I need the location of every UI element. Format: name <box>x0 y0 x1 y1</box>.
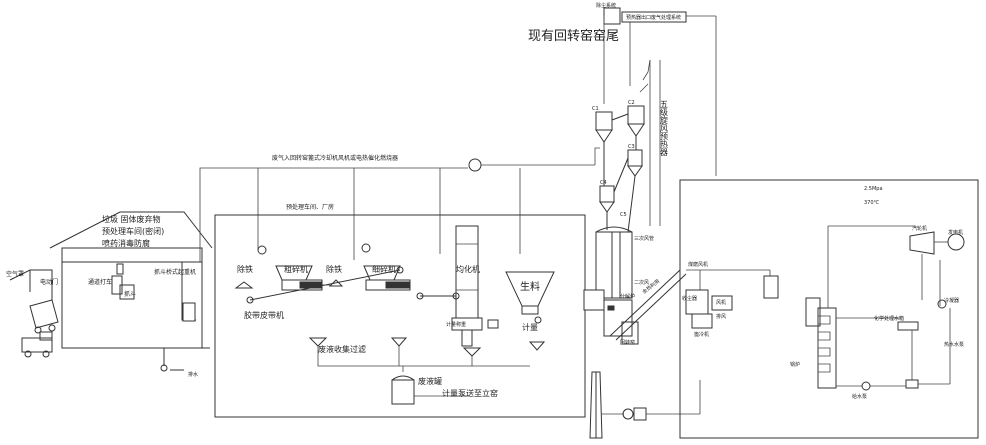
label-dust: 收尘器 <box>682 295 697 302</box>
magnet-separator-1 <box>234 245 267 289</box>
truck-icon <box>21 331 53 358</box>
power-block-frame <box>679 179 979 439</box>
turbine-generator <box>827 225 965 391</box>
homogenizer <box>451 225 499 347</box>
chimney <box>589 371 603 439</box>
label-condenser: 冷凝器 <box>944 297 959 304</box>
label-fine-crusher: 细碎机 <box>372 264 396 274</box>
label-calciner: 分解炉 <box>620 293 635 300</box>
label-drain: 排水 <box>188 371 198 378</box>
label-chem-water: 化学处理水箱 <box>874 315 904 322</box>
workshop-frame <box>214 214 586 418</box>
label-air-cleaner: 空气罩 <box>6 270 24 278</box>
label-crane: 抓斗桥式起重机 <box>154 268 196 276</box>
label-workshop: 预处理车间、厂房 <box>286 203 334 211</box>
label-metering: 计量 <box>522 322 538 332</box>
building-title-2: 预处理车间(密闭) <box>102 226 164 236</box>
label-pump: 计量泵送至立窑 <box>442 388 498 398</box>
label-scale: 计量称重 <box>446 321 466 328</box>
coarse-crusher <box>275 265 330 291</box>
label-hopper: 抓斗 <box>124 290 136 298</box>
building-title-3: 喷药消毒防腐 <box>102 238 150 248</box>
label-gas-pipe: 废气入回转窑篦式冷却机风机或电热催化燃烧器 <box>272 154 398 162</box>
air-hood <box>9 269 53 300</box>
tipper-truck-icon <box>29 299 59 334</box>
label-exhaust-fan: 排风 <box>716 313 726 320</box>
label-rotary-kiln: 回转窑 <box>620 339 635 346</box>
preheater-column <box>639 59 661 226</box>
label-cooler-fan: 篦冷机 <box>694 331 709 338</box>
label-tank: 废液罐 <box>418 376 442 386</box>
top-ducts <box>603 7 717 176</box>
label-turbine: 汽轮机 <box>912 225 927 232</box>
label-raw-material: 生料 <box>520 280 540 293</box>
gas-collection-pipe <box>199 147 600 262</box>
exhaust-fan <box>602 380 701 421</box>
label-coal-mill: 煤磨风机 <box>688 261 708 268</box>
label-inlet-air: 三次风管 <box>634 235 654 242</box>
label-belt: 胶带皮带机 <box>244 310 284 320</box>
kiln-air-pipes <box>685 269 779 329</box>
label-iron-2: 除铁 <box>326 264 342 274</box>
waste-liquid-system <box>308 337 546 405</box>
label-pressure: 2.5Mpa <box>864 186 883 192</box>
label-top-box-right: 预热器出口废气处理系统 <box>626 14 681 21</box>
vessel-c4: C4 <box>600 180 607 186</box>
label-tipping: 通道打车 <box>88 278 112 286</box>
label-preheater-vertical: 五级旋风预热器 <box>660 100 669 157</box>
label-ventilator: 电动门 <box>40 278 58 286</box>
vessel-c2: C2 <box>628 100 635 106</box>
magnet-separator-2 <box>328 243 371 287</box>
fine-crusher <box>363 265 411 291</box>
label-hot-water: 热水水泵 <box>944 341 964 348</box>
label-iron-1: 除铁 <box>237 264 253 274</box>
vessel-c5: C5 <box>620 212 627 218</box>
label-coarse-crusher: 粗碎机 <box>284 264 308 274</box>
kiln-title: 现有回转窑窑尾 <box>528 28 619 44</box>
vessel-c1: C1 <box>592 106 599 112</box>
label-fan1: 风机 <box>716 299 726 306</box>
rotary-kiln-link <box>609 269 687 341</box>
label-waste-liquid: 废液收集过滤 <box>318 344 366 354</box>
label-feed-pump: 给水泵 <box>852 393 867 400</box>
building-title-1: 垃圾 固体废弃物 <box>102 214 161 224</box>
pretreatment-building <box>49 211 213 372</box>
label-boiler: 锅炉 <box>790 361 800 368</box>
label-temperature: 370℃ <box>864 200 880 206</box>
label-homogenizer: 均化机 <box>456 264 480 274</box>
boiler <box>805 297 900 389</box>
label-secondary-air: 二次风 <box>634 279 649 286</box>
preheater-cyclones <box>595 105 645 233</box>
calciner <box>583 226 639 345</box>
label-top-box-left: 除尘系统 <box>596 2 616 9</box>
vessel-c3: C3 <box>628 144 635 150</box>
raw-material-hopper <box>505 271 555 324</box>
label-generator: 发电机 <box>948 229 963 236</box>
